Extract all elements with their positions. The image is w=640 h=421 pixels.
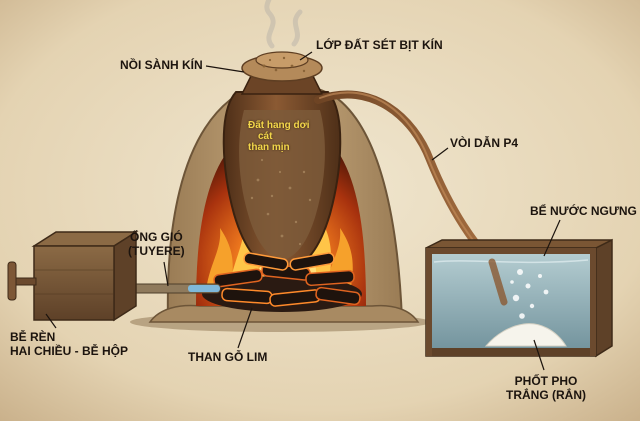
- phosphorus-line1: PHỐT PHO: [514, 374, 578, 388]
- bellows-line1: BỄ RÈN: [10, 330, 56, 344]
- charcoal-pile: [202, 252, 362, 312]
- leader-lines: [45, 51, 561, 371]
- label-bellows: BỄ RÈN HAI CHIỀU - BỄ HỘP: [10, 330, 128, 358]
- phosphorus-line2: TRẮNG (RẮN): [506, 388, 586, 402]
- tuyere-line2: (TUYERE): [128, 244, 185, 258]
- label-jar-contents: Đất hang dơi cát than mịn: [248, 120, 310, 153]
- delivery-tube-highlight: [319, 91, 491, 261]
- label-tuyere: ỐNG GIÓ (TUYERE): [128, 230, 185, 258]
- bellows-handle: [7, 261, 37, 301]
- jar-contents-line2: cát: [258, 131, 273, 142]
- tuyere-line1: ỐNG GIÓ: [130, 230, 183, 244]
- tube-submerged-end: [488, 258, 508, 306]
- label-condenser-tank: BỂ NƯỚC NGƯNG TỤ: [530, 204, 640, 218]
- clay-seal-top: [255, 51, 309, 69]
- furnace-base: [148, 304, 420, 323]
- label-phosphorus: PHỐT PHO TRẮNG (RẮN): [506, 374, 586, 402]
- bubbles: [510, 269, 549, 319]
- label-delivery-tube: VÒI DẪN P4: [450, 136, 519, 150]
- bellows-line2: HAI CHIỀU - BỄ HỘP: [10, 344, 129, 358]
- jar-contents-line1: Đất hang dơi: [248, 120, 310, 131]
- label-clay-seal: LỚP ĐẤT SÉT BỊT KÍN: [316, 38, 443, 52]
- smoke: [264, 0, 303, 49]
- clay-seal-texture: [262, 56, 306, 73]
- label-charcoal: THAN GỖ LIM: [188, 350, 268, 364]
- jar-contents-line3: than mịn: [248, 142, 290, 153]
- tuyere-nozzle-glow: [188, 285, 220, 292]
- bellows-box: [31, 230, 139, 322]
- label-sealed-jar: NỒI SÀNH KÍN: [120, 58, 203, 72]
- white-phosphorus: [484, 323, 567, 347]
- jar-contents: [239, 110, 325, 260]
- sediment-speckles: [250, 158, 312, 246]
